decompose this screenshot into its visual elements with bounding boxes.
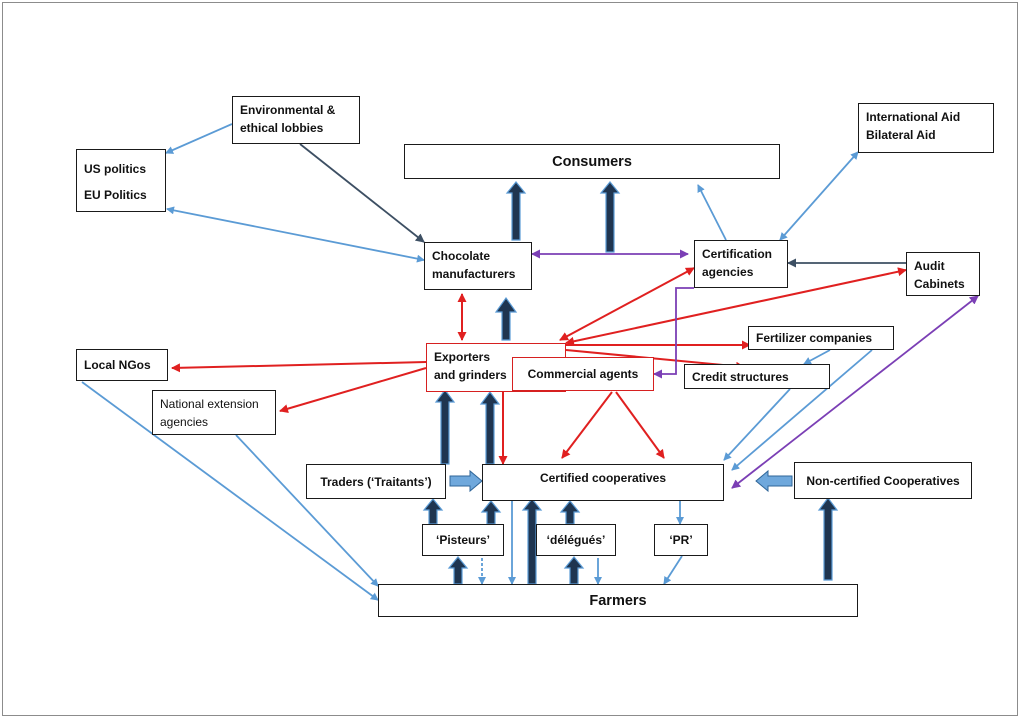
flow-chocolate-consumers xyxy=(505,181,527,241)
env-lobbies-label-1: Environmental & xyxy=(240,103,336,117)
pr-label: ‘PR’ xyxy=(669,533,693,547)
farmers-label: Farmers xyxy=(589,592,647,609)
audit-label-2: Cabinets xyxy=(914,277,965,291)
edge-agents-coop-1 xyxy=(561,391,613,459)
chocolate-label-1: Chocolate xyxy=(432,249,491,263)
certified-coop-label: Certified cooperatives xyxy=(539,471,667,485)
edge-pr-farmers xyxy=(663,555,683,585)
credit-structures-box: Credit structures xyxy=(684,364,830,389)
edge-extension-farmers xyxy=(235,434,379,587)
pisteurs-box: ‘Pisteurs’ xyxy=(422,524,504,556)
pr-box: ‘PR’ xyxy=(654,524,708,556)
certified-cooperatives-box: Certified cooperatives xyxy=(482,464,724,501)
local-ngos-label: Local NGos xyxy=(84,358,151,372)
intl-aid-box: International Aid Bilateral Aid xyxy=(858,103,994,153)
env-lobbies-box: Environmental & ethical lobbies xyxy=(232,96,360,144)
national-ext-label-1: National extension xyxy=(160,397,259,411)
local-ngos-box: Local NGos xyxy=(76,349,168,381)
delegues-box: ‘délégués’ xyxy=(536,524,616,556)
env-lobbies-label-2: ethical lobbies xyxy=(240,121,324,135)
noncertified-coop-label: Non-certified Cooperatives xyxy=(806,473,960,488)
consumers-label: Consumers xyxy=(552,153,632,170)
edge-fertilizer-credit xyxy=(803,349,831,365)
pisteurs-label: ‘Pisteurs’ xyxy=(435,533,491,547)
politics-box: US politics EU Politics xyxy=(76,149,166,212)
flow-chocolate-consumers-2 xyxy=(599,181,621,253)
flow-pisteurs-coop xyxy=(480,500,502,525)
credit-label: Credit structures xyxy=(692,370,789,384)
flow-coop-exporters-1 xyxy=(434,389,456,465)
certification-agencies-box: Certification agencies xyxy=(694,240,788,288)
delegues-label: ‘délégués’ xyxy=(546,533,606,547)
edge-exporters-extension xyxy=(279,367,427,414)
edge-lobbies-chocolate xyxy=(299,143,425,243)
noncertified-cooperatives-box: Non-certified Cooperatives xyxy=(794,462,972,499)
edge-lobbies-politics xyxy=(165,123,233,154)
flow-delegues-coop xyxy=(559,500,581,525)
commercial-agents-label: Commercial agents xyxy=(527,367,639,381)
edge-ngos-farmers xyxy=(81,381,379,601)
fertilizer-label: Fertilizer companies xyxy=(756,331,873,345)
audit-label-1: Audit xyxy=(914,259,945,273)
edge-certification-aid xyxy=(779,151,859,241)
intl-aid-label-1: International Aid xyxy=(866,110,961,124)
flow-farmers-delegues xyxy=(563,556,585,585)
edge-agents-coop-2 xyxy=(615,391,665,459)
flow-pisteurs-traders xyxy=(422,498,444,525)
eu-politics-label: EU Politics xyxy=(84,188,147,202)
flow-coop-exporters-2 xyxy=(479,391,501,465)
edge-chocolate-politics xyxy=(166,206,425,263)
certification-label-1: Certification xyxy=(702,247,773,261)
traders-box: Traders (‘Traitants’) xyxy=(306,464,446,499)
audit-cabinets-box: Audit Cabinets xyxy=(906,252,980,296)
flow-farmers-noncertified xyxy=(817,497,839,581)
consumers-box: Consumers xyxy=(404,144,780,179)
national-ext-label-2: agencies xyxy=(160,415,209,429)
edge-audit-coop xyxy=(731,295,979,489)
certification-label-2: agencies xyxy=(702,265,754,279)
flow-noncertified-coop xyxy=(755,469,793,493)
exporters-label-1: Exporters xyxy=(434,350,491,364)
intl-aid-label-2: Bilateral Aid xyxy=(866,128,936,142)
commercial-agents-box: Commercial agents xyxy=(512,357,654,391)
traders-label: Traders (‘Traitants’) xyxy=(320,474,432,489)
edge-certification-consumers xyxy=(697,184,727,241)
fertilizer-companies-box: Fertilizer companies xyxy=(748,326,894,350)
flow-traders-coop xyxy=(449,469,483,493)
chocolate-label-2: manufacturers xyxy=(432,267,516,281)
us-politics-label: US politics xyxy=(84,162,147,176)
edge-certification-agents xyxy=(653,287,694,379)
chocolate-manufacturers-box: Chocolate manufacturers xyxy=(424,242,532,290)
national-extension-box: National extension agencies xyxy=(152,390,276,435)
flow-farmers-coop xyxy=(521,498,543,585)
exporters-label-2: and grinders xyxy=(434,368,507,382)
flow-exporters-chocolate xyxy=(494,296,518,341)
edge-exporters-ngos xyxy=(171,361,427,373)
farmers-box: Farmers xyxy=(378,584,858,617)
flow-farmers-pisteurs xyxy=(447,556,469,585)
